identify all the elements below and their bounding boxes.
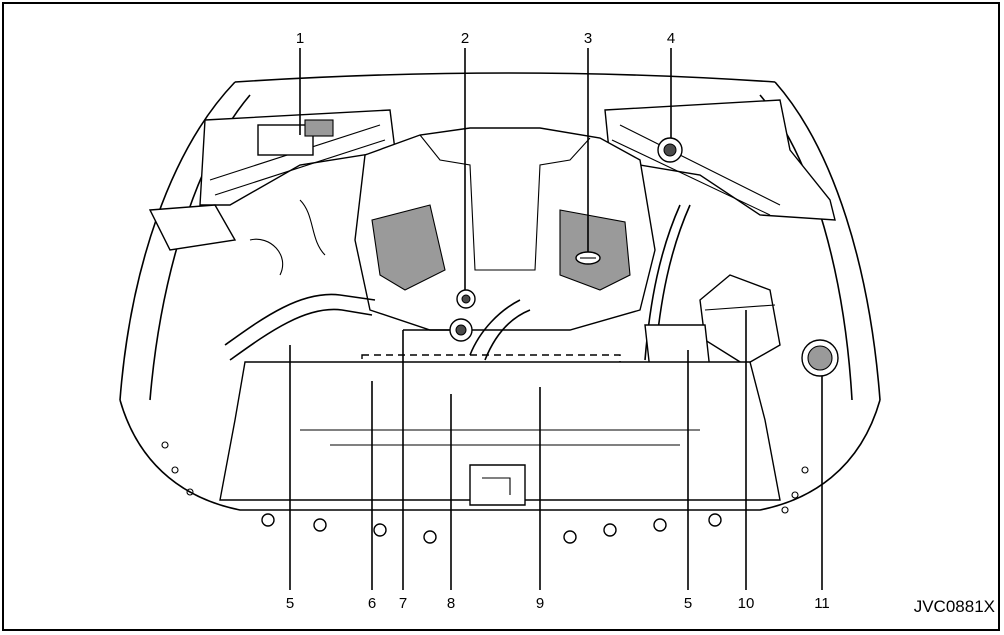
callout-7: 7: [399, 595, 407, 612]
callout-1: 1: [296, 30, 304, 47]
callout-labels: 1 2 3 4 5 6 7 8 9 5 10 11: [286, 30, 830, 612]
callout-5-left: 5: [286, 595, 294, 612]
callout-10: 10: [738, 595, 755, 612]
engine-cover: [354, 127, 656, 331]
leader-lines: [289, 48, 823, 590]
callout-5-right: 5: [684, 595, 692, 612]
fuse-box: [644, 274, 781, 371]
callout-3: 3: [584, 30, 592, 47]
callout-4: 4: [667, 30, 675, 47]
callout-2: 2: [461, 30, 469, 47]
callout-8: 8: [447, 595, 455, 612]
figure-code: JVC0881X: [914, 597, 995, 616]
callout-11: 11: [814, 595, 830, 612]
callout-9: 9: [536, 595, 544, 612]
callout-6: 6: [368, 595, 376, 612]
radiator-support: [219, 361, 781, 506]
bumper-bolts: [161, 441, 809, 544]
left-strut-brace: [148, 109, 396, 251]
right-strut-brace: [604, 99, 836, 221]
